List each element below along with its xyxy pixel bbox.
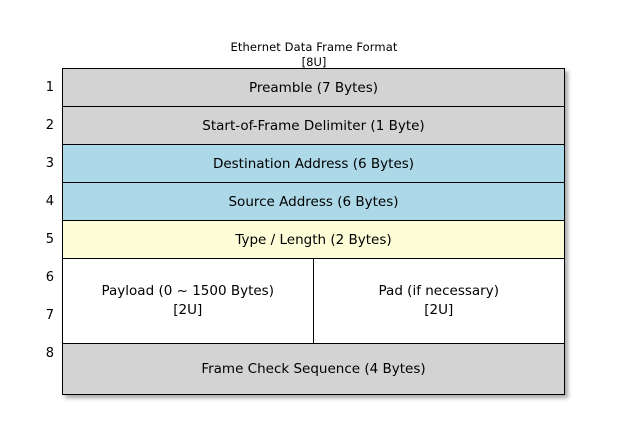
row-number-4: 4 xyxy=(45,193,54,209)
frame-field-type-length: Type / Length (2 Bytes) xyxy=(63,221,564,259)
frame-field-payload-pad-row: Payload (0 ~ 1500 Bytes) [2U] Pad (if ne… xyxy=(63,259,564,344)
frame-field-payload-unit: [2U] xyxy=(173,302,203,318)
frame-field-payload: Payload (0 ~ 1500 Bytes) [2U] xyxy=(63,259,314,343)
frame-field-preamble-label: Preamble (7 Bytes) xyxy=(248,79,379,96)
frame-field-destination-address-label: Destination Address (6 Bytes) xyxy=(212,155,415,172)
row-number-6: 6 xyxy=(45,269,54,285)
frame-field-destination-address: Destination Address (6 Bytes) xyxy=(63,145,564,183)
frame-field-type-length-label: Type / Length (2 Bytes) xyxy=(235,231,392,248)
diagram-subtitle: [8U] xyxy=(301,55,327,69)
row-number-gutter: 1 2 3 4 5 6 7 8 xyxy=(30,68,56,395)
frame-field-pad: Pad (if necessary) [2U] xyxy=(314,259,565,343)
diagram-title: Ethernet Data Frame Format xyxy=(230,40,398,54)
diagram-title-block: Ethernet Data Frame Format [8U] xyxy=(0,40,628,69)
frame-field-payload-label: Payload (0 ~ 1500 Bytes) xyxy=(101,283,275,299)
frame-field-pad-unit: [2U] xyxy=(424,302,454,318)
frame-field-pad-label: Pad (if necessary) xyxy=(378,283,499,299)
row-number-3: 3 xyxy=(45,155,54,171)
frame-table-wrapper: Preamble (7 Bytes) Start-of-Frame Delimi… xyxy=(62,68,565,395)
frame-table: Preamble (7 Bytes) Start-of-Frame Delimi… xyxy=(62,68,565,395)
frame-field-preamble: Preamble (7 Bytes) xyxy=(63,69,564,107)
row-number-5: 5 xyxy=(45,231,54,247)
frame-field-start-of-frame-delimiter: Start-of-Frame Delimiter (1 Byte) xyxy=(63,107,564,145)
row-number-8: 8 xyxy=(45,345,54,361)
row-number-1: 1 xyxy=(45,79,54,95)
frame-field-fcs-label: Frame Check Sequence (4 Bytes) xyxy=(201,361,426,377)
frame-field-source-address-label: Source Address (6 Bytes) xyxy=(228,193,399,210)
row-number-7: 7 xyxy=(45,307,54,323)
row-number-2: 2 xyxy=(45,117,54,133)
frame-field-sfd-label: Start-of-Frame Delimiter (1 Byte) xyxy=(202,117,425,134)
frame-field-frame-check-sequence: Frame Check Sequence (4 Bytes) xyxy=(63,344,564,394)
frame-field-source-address: Source Address (6 Bytes) xyxy=(63,183,564,221)
